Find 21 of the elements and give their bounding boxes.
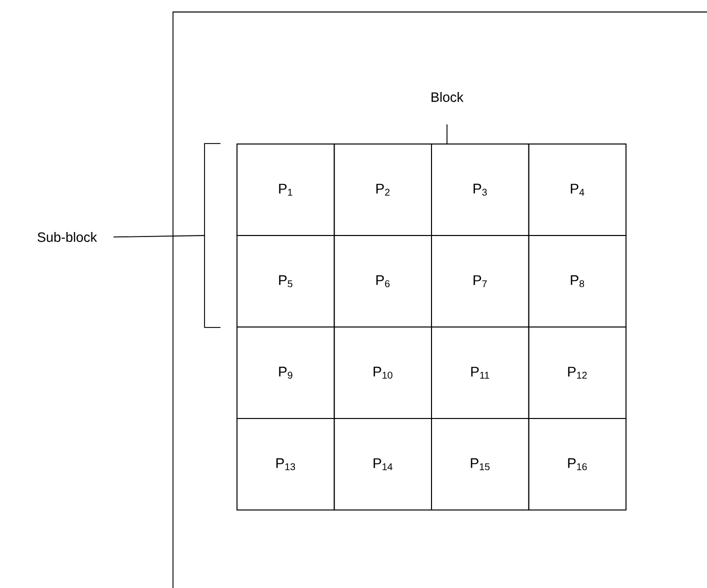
grid-cell: P$_{5}$ [236,235,335,328]
grid-cell: P$_{9}$ [236,326,335,419]
grid-cell: P$_{3}$ [431,144,530,236]
leader-line [446,124,448,144]
bracket [204,143,221,328]
grid-cell: P$_{10}$ [334,326,432,419]
grid-cell: P$_{8}$ [528,235,626,328]
grid-cell: P$_{2}$ [334,144,432,236]
callout-label: Sub-block [38,232,98,242]
grid-cell: P$_{13}$ [236,418,335,510]
grid-cell: P$_{12}$ [528,326,626,419]
grid-cell: P$_{15}$ [431,418,530,510]
leader-line [113,235,205,238]
callout-label: Block [432,92,464,102]
grid-cell: P$_{6}$ [334,235,432,328]
grid-cell: P$_{4}$ [528,144,626,236]
grid-cell: P$_{7}$ [431,235,530,328]
grid-cell: P$_{11}$ [431,326,530,419]
grid-cell: P$_{14}$ [334,418,432,510]
grid-cell: P$_{1}$ [236,144,335,236]
grid-cell: P$_{16}$ [528,418,626,510]
